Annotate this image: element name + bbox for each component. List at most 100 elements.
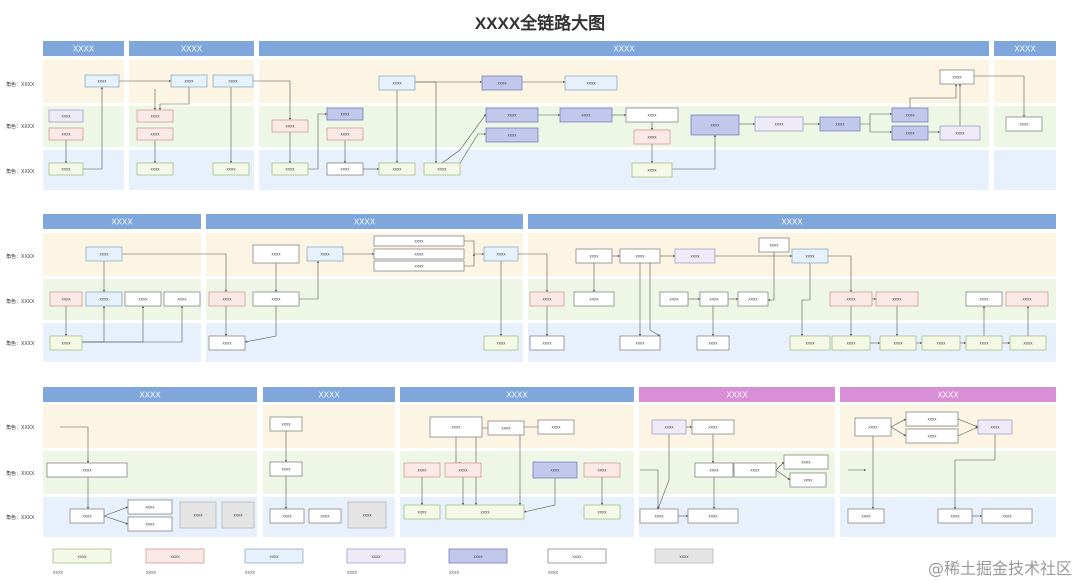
process-node-43[interactable]: xxxx [252,244,300,264]
process-node-97[interactable]: xxxx [694,462,734,478]
process-node-105[interactable]: xxxx [905,428,959,444]
process-node-7[interactable]: xxxx [136,162,174,176]
process-node-99[interactable]: xxxx [783,454,829,470]
process-node-106[interactable]: xxxx [977,419,1013,435]
process-node-78[interactable]: xxxx [179,501,217,529]
process-node-64[interactable]: xxxx [789,335,831,351]
process-node-63[interactable]: xxxx [791,248,829,264]
process-node-45[interactable]: xxxx [306,246,344,262]
process-node-91[interactable]: xxxx [583,462,621,478]
process-node-38[interactable]: xxxx [85,291,123,307]
process-node-85[interactable]: xxxx [429,416,483,438]
process-node-62[interactable]: xxxx [758,237,790,253]
process-node-70[interactable]: xxxx [965,291,1003,307]
process-node-19[interactable]: xxxx [481,75,523,91]
process-node-22[interactable]: xxxx [564,75,618,91]
process-node-90[interactable]: xxxx [532,461,578,479]
process-node-109[interactable]: xxxx [981,508,1033,524]
process-node-74[interactable]: xxxx [46,462,128,478]
process-node-15[interactable]: xxxx [326,162,364,176]
process-node-9[interactable]: xxxx [212,74,254,88]
process-node-73[interactable]: xxxx [1009,335,1047,351]
process-node-95[interactable]: xxxx [651,419,687,435]
process-node-93[interactable]: xxxx [445,504,525,520]
process-node-42[interactable]: xxxx [208,335,246,351]
process-node-21[interactable]: xxxx [485,127,539,143]
process-node-6[interactable]: xxxx [136,127,174,141]
process-node-32[interactable]: xxxx [939,125,981,141]
process-node-23[interactable]: xxxx [559,107,613,123]
process-node-18[interactable]: xxxx [423,162,461,176]
process-node-57[interactable]: xxxx [674,248,716,264]
process-node-81[interactable]: xxxx [269,461,303,477]
process-node-96[interactable]: xxxx [691,419,735,435]
process-node-83[interactable]: xxxx [308,508,342,524]
process-node-80[interactable]: xxxx [269,416,303,432]
process-node-17[interactable]: xxxx [378,162,416,176]
process-node-84[interactable]: xxxx [347,501,387,529]
process-node-53[interactable]: xxxx [575,248,613,264]
process-node-41[interactable]: xxxx [208,291,246,307]
process-node-54[interactable]: xxxx [573,291,615,307]
process-node-46[interactable]: xxxx [373,235,465,247]
process-node-47[interactable]: xxxx [373,248,465,260]
process-node-68[interactable]: xxxx [879,335,917,351]
process-node-104[interactable]: xxxx [905,411,959,427]
process-node-59[interactable]: xxxx [699,291,729,307]
process-node-26[interactable]: xxxx [631,162,673,178]
process-node-16[interactable]: xxxx [378,75,416,91]
process-node-76[interactable]: xxxx [127,499,173,515]
process-node-69[interactable]: xxxx [921,335,961,351]
process-node-101[interactable]: xxxx [639,508,679,524]
process-node-58[interactable]: xxxx [659,291,689,307]
process-node-103[interactable]: xxxx [854,417,892,437]
process-node-75[interactable]: xxxx [69,508,105,524]
process-node-1[interactable]: xxxx [48,109,84,123]
process-node-27[interactable]: xxxx [690,114,740,136]
process-node-33[interactable]: xxxx [939,69,975,85]
process-node-40[interactable]: xxxx [163,291,201,307]
process-node-82[interactable]: xxxx [269,508,305,524]
process-node-71[interactable]: xxxx [1005,291,1049,307]
process-node-100[interactable]: xxxx [789,472,827,488]
process-node-60[interactable]: xxxx [737,291,769,307]
process-node-108[interactable]: xxxx [937,508,973,524]
process-node-77[interactable]: xxxx [127,516,173,532]
process-node-5[interactable]: xxxx [136,109,174,123]
process-node-36[interactable]: xxxx [49,335,83,351]
process-node-2[interactable]: xxxx [48,127,84,141]
process-node-49[interactable]: xxxx [483,246,519,262]
process-node-10[interactable]: xxxx [212,162,250,176]
process-node-107[interactable]: xxxx [847,508,885,524]
process-node-66[interactable]: xxxx [875,291,919,307]
process-node-11[interactable]: xxxx [271,119,309,133]
process-node-12[interactable]: xxxx [271,162,309,176]
process-node-88[interactable]: xxxx [403,462,441,478]
process-node-94[interactable]: xxxx [583,504,621,520]
process-node-98[interactable]: xxxx [733,462,777,478]
process-node-35[interactable]: xxxx [49,291,83,307]
process-node-24[interactable]: xxxx [625,107,679,123]
process-node-52[interactable]: xxxx [529,335,565,351]
process-node-48[interactable]: xxxx [373,260,465,272]
process-node-37[interactable]: xxxx [85,246,123,262]
process-node-102[interactable]: xxxx [687,508,739,524]
process-node-20[interactable]: xxxx [485,107,539,123]
process-node-65[interactable]: xxxx [829,291,873,307]
process-node-61[interactable]: xxxx [696,335,730,351]
process-node-8[interactable]: xxxx [170,74,208,88]
process-node-28[interactable]: xxxx [754,116,804,132]
process-node-86[interactable]: xxxx [487,420,525,436]
process-node-56[interactable]: xxxx [619,335,661,351]
process-node-92[interactable]: xxxx [403,504,441,520]
process-node-44[interactable]: xxxx [252,291,300,307]
process-node-29[interactable]: xxxx [819,116,861,132]
process-node-50[interactable]: xxxx [483,335,519,351]
process-node-87[interactable]: xxxx [537,419,575,435]
process-node-31[interactable]: xxxx [891,125,929,141]
process-node-72[interactable]: xxxx [965,335,1003,351]
process-node-79[interactable]: xxxx [221,501,255,529]
process-node-51[interactable]: xxxx [529,291,565,307]
process-node-25[interactable]: xxxx [633,129,671,145]
process-node-55[interactable]: xxxx [619,248,661,264]
